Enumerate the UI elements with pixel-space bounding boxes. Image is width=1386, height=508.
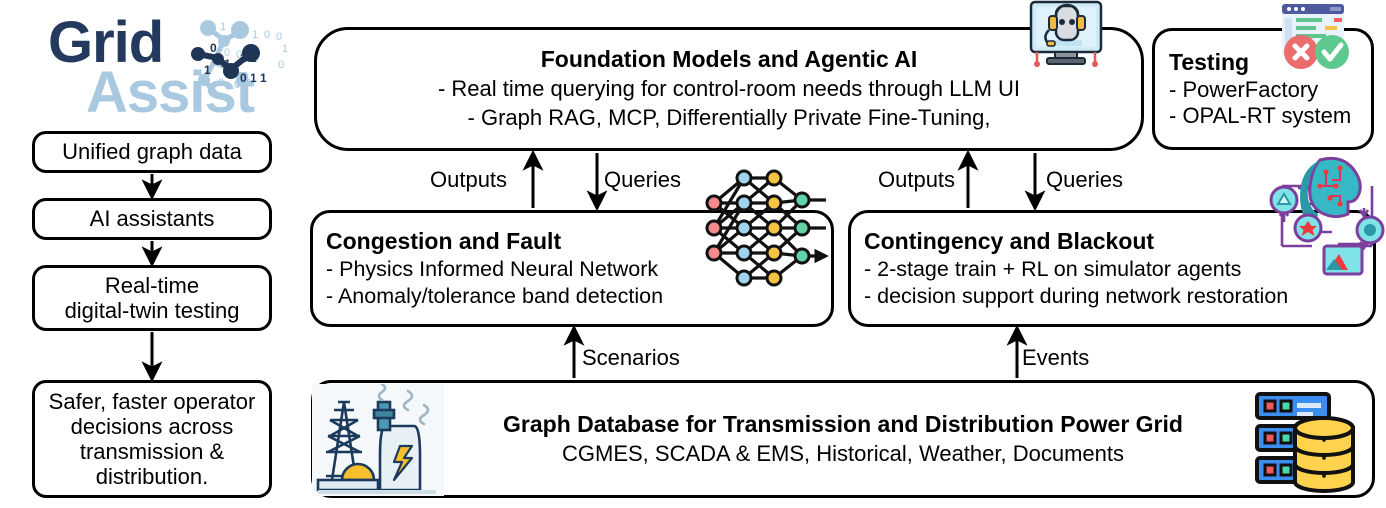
- box-title: Graph Database for Transmission and Dist…: [503, 410, 1183, 437]
- flow-step-label: AI assistants: [89, 206, 215, 232]
- logo-word-grid: Grid: [48, 10, 164, 75]
- box-line: - decision support during network restor…: [864, 283, 1289, 308]
- connector-label-queries-left: Queries: [604, 167, 682, 192]
- box-line: - 2-stage train + RL on simulator agents: [864, 256, 1242, 281]
- connector-label-outputs-right: Outputs: [878, 167, 956, 192]
- svg-text:0: 0: [276, 31, 282, 43]
- box-title: Contingency and Blackout: [864, 227, 1155, 254]
- svg-text:1: 1: [240, 51, 247, 65]
- svg-text:1: 1: [250, 71, 257, 85]
- flow-step-ai-assistants[interactable]: AI assistants: [32, 198, 272, 240]
- svg-text:0: 0: [278, 59, 284, 71]
- robot-monitor-icon: [1029, 0, 1103, 67]
- connector-label-scenarios: Scenarios: [582, 345, 680, 370]
- box-title: Congestion and Fault: [326, 227, 562, 254]
- flow-step-unified-graph-data[interactable]: Unified graph data: [32, 131, 272, 173]
- logo-network-graphic: 110 010 001 001 1 01 111 011: [191, 20, 288, 105]
- power-plant-icon: [312, 384, 444, 496]
- flow-step-safer-faster-operator-decisions[interactable]: Safer, faster operator decisions across …: [32, 380, 272, 498]
- svg-text:1: 1: [252, 29, 258, 41]
- svg-text:0: 0: [240, 71, 247, 85]
- flow-step-label: Real-time digital-twin testing: [64, 272, 240, 323]
- ai-head-circuit-icon: [1269, 156, 1385, 276]
- box-title: Foundation Models and Agentic AI: [540, 46, 918, 73]
- svg-text:1: 1: [224, 93, 230, 105]
- svg-text:1: 1: [260, 71, 267, 85]
- box-contingency-and-blackout[interactable]: Contingency and Blackout - 2-stage train…: [848, 210, 1376, 327]
- svg-text:1: 1: [220, 21, 226, 33]
- box-foundation-models[interactable]: Foundation Models and Agentic AI - Real …: [314, 27, 1144, 151]
- code-window-pass-fail-icon: [1282, 4, 1349, 69]
- grid-assist-logo: Grid Assist 110 010 001 001 1: [38, 8, 288, 122]
- flow-step-realtime-digital-twin-testing[interactable]: Real-time digital-twin testing: [32, 265, 272, 331]
- box-line: - OPAL-RT system: [1169, 102, 1352, 128]
- box-line: - Real time querying for control-room ne…: [437, 76, 1021, 102]
- svg-text:0: 0: [264, 29, 270, 41]
- box-graph-database[interactable]: Graph Database for Transmission and Dist…: [311, 380, 1375, 498]
- svg-text:1: 1: [204, 63, 211, 77]
- svg-text:1: 1: [282, 43, 288, 55]
- box-line: - Graph RAG, MCP, Differentially Private…: [467, 104, 991, 130]
- svg-text:0: 0: [218, 77, 224, 89]
- box-line: - Physics Informed Neural Network: [326, 256, 659, 281]
- connector-label-events: Events: [1022, 345, 1090, 370]
- svg-text:0: 0: [234, 79, 240, 91]
- box-title: Testing: [1169, 49, 1250, 76]
- svg-text:0: 0: [224, 47, 230, 59]
- neural-network-icon: [705, 169, 836, 287]
- box-line: - Anomaly/tolerance band detection: [326, 283, 664, 308]
- connector-label-outputs-left: Outputs: [430, 167, 508, 192]
- flow-step-label: Safer, faster operator decisions across …: [48, 388, 256, 490]
- svg-text:0: 0: [210, 41, 217, 55]
- svg-text:1: 1: [250, 51, 257, 65]
- svg-text:0: 0: [236, 49, 242, 61]
- svg-text:1: 1: [224, 57, 231, 71]
- box-line: CGMES, SCADA & EMS, Historical, Weather,…: [562, 440, 1124, 466]
- flow-step-label: Unified graph data: [62, 139, 242, 165]
- connector-label-queries-right: Queries: [1046, 167, 1124, 192]
- database-server-icon: [1255, 392, 1355, 493]
- svg-text:1: 1: [246, 77, 252, 89]
- box-line: - PowerFactory: [1169, 76, 1319, 102]
